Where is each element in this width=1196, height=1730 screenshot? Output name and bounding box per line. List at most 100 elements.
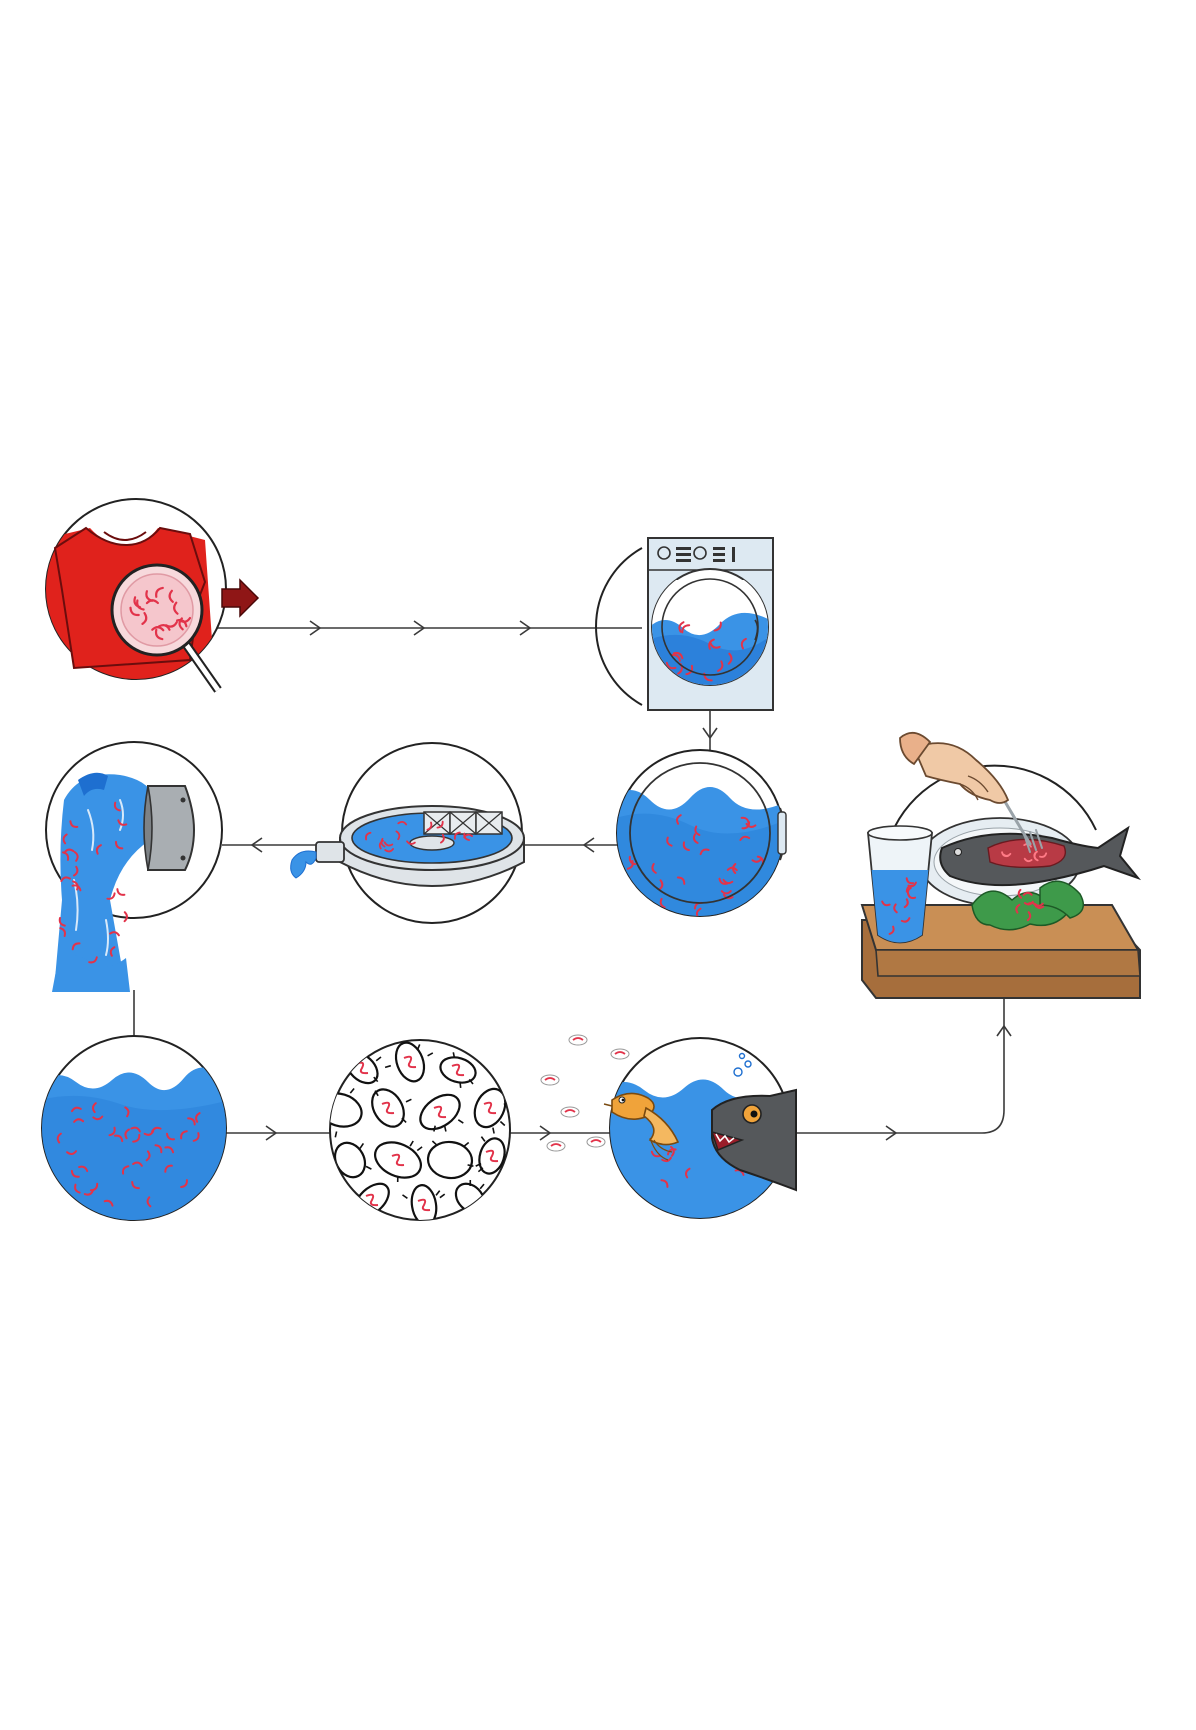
plankton-spine [433, 1125, 436, 1132]
plankton-spine [435, 1190, 441, 1196]
microfiber [906, 886, 912, 897]
microfiber [146, 1196, 152, 1208]
microfiber [451, 1063, 465, 1077]
microfiber [628, 855, 637, 866]
microfiber [590, 1139, 602, 1143]
microfiber [751, 857, 763, 863]
microfibers [1001, 843, 1048, 863]
plankton-spine [463, 1141, 470, 1147]
microfiber [903, 898, 909, 909]
stage-sea-water [41, 1035, 227, 1221]
microfiber [66, 1150, 77, 1155]
microfiber [661, 1156, 672, 1163]
plankton-spine [349, 1087, 355, 1094]
connector-fish-to-dinner [790, 962, 1005, 1134]
microfibers [881, 877, 917, 935]
microfiber [103, 1199, 114, 1207]
microfiber [116, 888, 126, 896]
greens-icon [971, 880, 1085, 931]
microfiber [154, 628, 164, 641]
microfibers [129, 586, 192, 641]
microfiber [900, 917, 911, 923]
plankton-spine [373, 1076, 379, 1083]
microfiber [740, 637, 747, 650]
plankton-spine [459, 1081, 462, 1088]
plankton-spine [492, 1127, 495, 1134]
microfiber [726, 866, 738, 872]
microfiber [672, 651, 684, 660]
floating-plankton [560, 1106, 580, 1118]
microfiber [121, 1165, 130, 1175]
plankton-spine [452, 1052, 456, 1059]
microfiber [658, 879, 664, 891]
microfiber [355, 1061, 369, 1075]
microfiber [453, 831, 461, 840]
microfiber [1026, 911, 1032, 922]
microfiber [391, 1153, 405, 1167]
microfiber [365, 831, 372, 841]
microfiber [92, 1115, 104, 1121]
stage-outflow-pipe [45, 741, 223, 992]
microfiber [195, 1112, 201, 1123]
microfiber [572, 1037, 584, 1041]
microfiber [71, 942, 81, 951]
microfiber [699, 848, 710, 856]
plankton-spine [457, 1119, 464, 1124]
arrowhead-icon [885, 1125, 898, 1141]
plankton-spine [484, 1201, 491, 1206]
predator-fish-icon [710, 1088, 797, 1192]
microfiber [164, 1164, 173, 1173]
floating-plankton [540, 1074, 560, 1086]
microfiber [1033, 850, 1038, 860]
microfiber [73, 851, 79, 862]
microfiber [151, 626, 165, 632]
microfiber [130, 1126, 141, 1133]
plankton-spine [359, 1142, 365, 1149]
microfiber [564, 1109, 576, 1113]
plankton-spine [416, 1146, 423, 1152]
microfiber [145, 590, 154, 602]
microfiber [745, 822, 757, 828]
sea-water-icon [42, 1067, 226, 1220]
microfiber [132, 1133, 141, 1143]
microfibers [665, 621, 747, 682]
plankton-cell [426, 1140, 474, 1180]
microfiber [71, 884, 82, 892]
microfiber [89, 1182, 99, 1192]
plankton-spine [468, 1078, 474, 1085]
floating-plankton [568, 1034, 588, 1046]
plankton-spine [480, 1136, 486, 1142]
microfiber [70, 1169, 80, 1178]
microfibers [365, 820, 473, 853]
microfiber [1023, 900, 1034, 906]
microfiber [384, 848, 394, 853]
microfiber [71, 1106, 82, 1113]
plankton-spine [439, 1193, 446, 1199]
microfiber [905, 877, 915, 885]
microfiber [676, 876, 686, 885]
plankton-spine [499, 1120, 506, 1127]
microfiber [69, 820, 79, 828]
microfiber [1033, 902, 1044, 907]
flow-arrowheads [250, 620, 1012, 1141]
microfibers [58, 801, 128, 964]
microfiber [88, 956, 98, 964]
microfiber [651, 863, 657, 874]
microfiber [129, 606, 140, 617]
plankton-spine [467, 1164, 474, 1167]
arrowhead-icon [519, 620, 532, 636]
microfiber [685, 1167, 691, 1179]
microfiber [132, 1161, 143, 1167]
microfiber [178, 617, 184, 631]
magnifier-icon [110, 563, 222, 693]
microfiber [78, 1165, 89, 1173]
microfiber [727, 652, 733, 665]
plankton-cell [330, 1092, 363, 1128]
microfiber [483, 1101, 497, 1115]
microfiber [380, 837, 386, 848]
microfibers [56, 1102, 201, 1208]
arrowhead-icon [539, 1125, 552, 1141]
microfiber [124, 1128, 130, 1140]
stage-washing-machine [595, 537, 774, 711]
plankton-spine [479, 1183, 485, 1190]
